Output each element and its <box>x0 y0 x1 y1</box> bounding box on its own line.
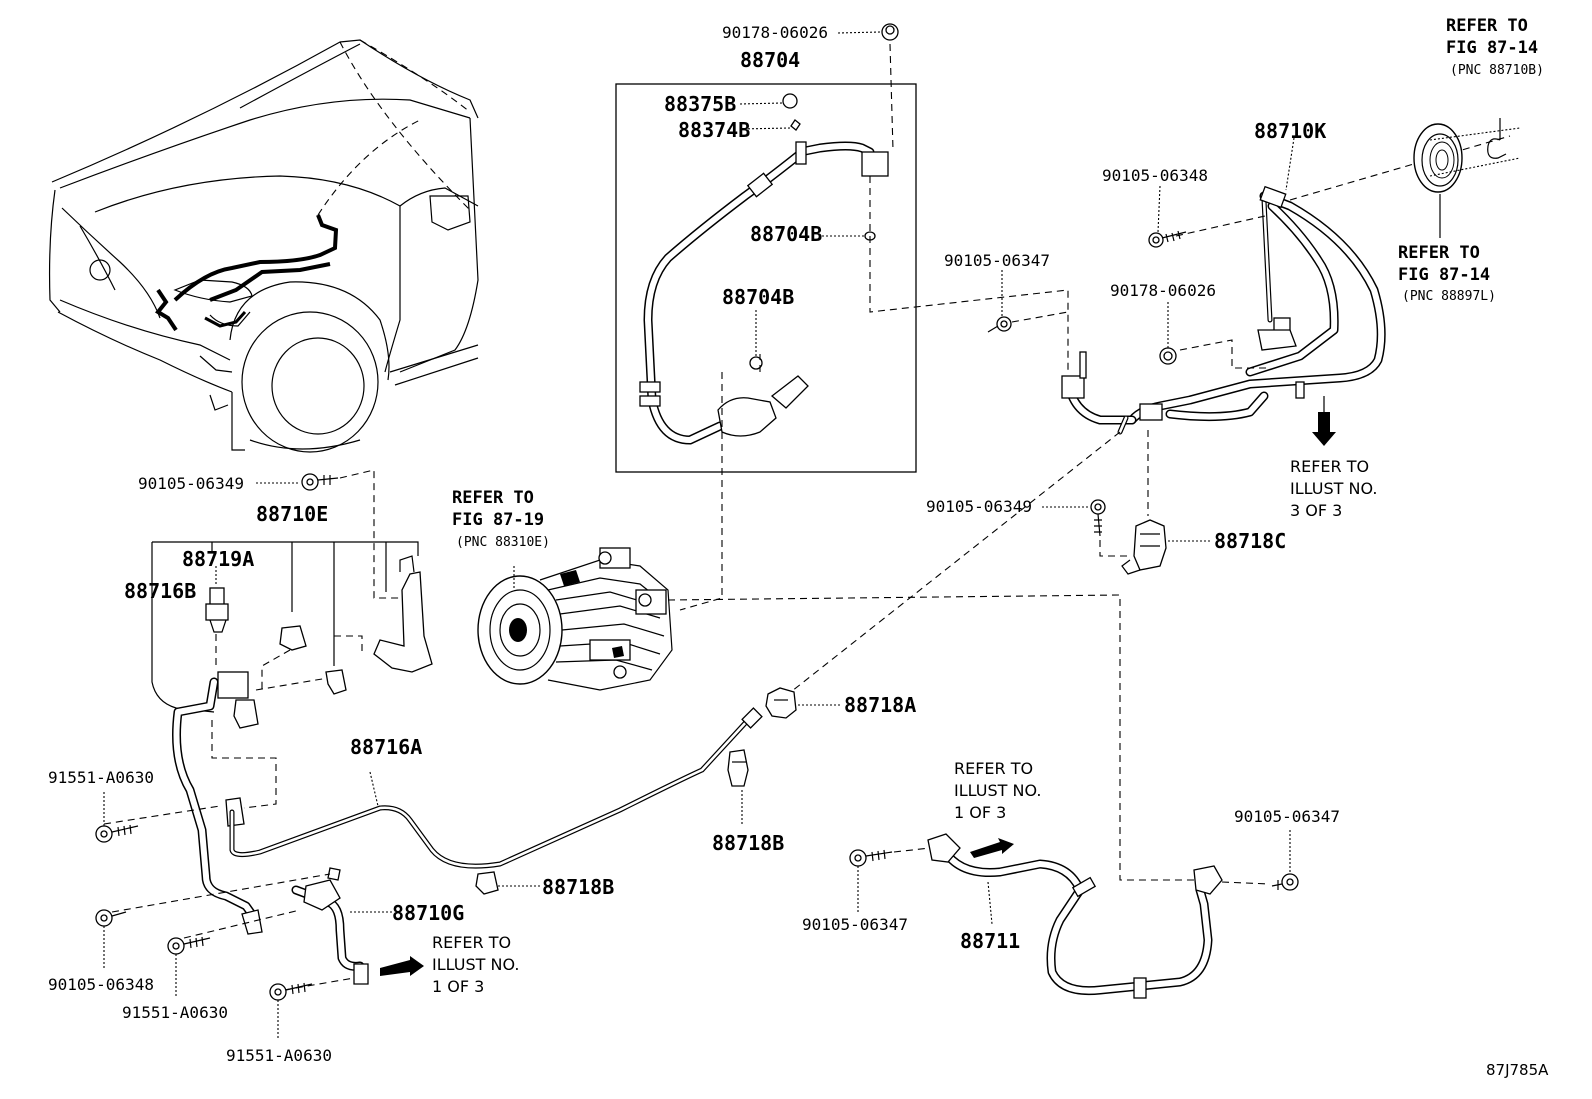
svg-text:REFER TO: REFER TO <box>1398 243 1480 263</box>
clip-small-88710E <box>279 625 307 651</box>
pipe-88716B <box>172 671 263 935</box>
ref-fig-87-19: REFER TO FIG 87-19 (PNC 88310E) <box>452 488 550 550</box>
label-88718B-lower: 88718B <box>542 875 614 899</box>
svg-text:REFER TO: REFER TO <box>954 759 1033 778</box>
svg-text:REFER TO: REFER TO <box>1290 457 1369 476</box>
label-90105-06347-b2: 90105-06347 <box>1234 807 1340 826</box>
clamp-88718B-upper <box>727 749 749 787</box>
arrow-illust-3 <box>1312 412 1336 446</box>
label-90105-06347-mid: 90105-06347 <box>944 251 1050 270</box>
bracket-88710E <box>373 555 433 673</box>
svg-text:FIG 87-14: FIG 87-14 <box>1446 38 1538 58</box>
svg-text:FIG 87-14: FIG 87-14 <box>1398 265 1490 285</box>
label-88718B-upper: 88718B <box>712 831 784 855</box>
bolt-90105-06348-bottom <box>95 909 127 927</box>
label-88704B-upper: 88704B <box>750 222 822 246</box>
label-88710E: 88710E <box>256 502 328 526</box>
label-90105-06349-right: 90105-06349 <box>926 497 1032 516</box>
bolt-91551-A0630-b <box>167 936 211 955</box>
label-91551-A0630-a: 91551-A0630 <box>48 768 154 787</box>
compressor-illustration <box>477 547 673 691</box>
arrow-illust-1-left <box>380 956 424 976</box>
pipe-88716A <box>229 707 763 869</box>
ref-fig-87-14-mid: REFER TO FIG 87-14 (PNC 88897L) <box>1398 243 1496 304</box>
nut-90178-06026-top <box>881 23 899 41</box>
label-88704B-lower: 88704B <box>722 285 794 309</box>
svg-text:ILLUST NO.: ILLUST NO. <box>432 955 519 974</box>
assembly-box-88704 <box>615 83 917 473</box>
bolt-90105-06348-top <box>1148 230 1187 248</box>
label-90105-06347-b1: 90105-06347 <box>802 915 908 934</box>
bolt-91551-A0630-a <box>95 824 139 843</box>
clip-88710B <box>1487 138 1507 159</box>
o-ring-88704B-lower <box>749 356 763 370</box>
label-90105-06348-bottom: 90105-06348 <box>48 975 154 994</box>
svg-text:ILLUST NO.: ILLUST NO. <box>954 781 1041 800</box>
svg-text:1 OF 3: 1 OF 3 <box>432 977 484 996</box>
flange-seal-88897L <box>1413 123 1463 193</box>
bolt-90105-06347-mid <box>987 316 1012 333</box>
svg-text:1 OF 3: 1 OF 3 <box>954 803 1006 822</box>
svg-text:(PNC 88897L): (PNC 88897L) <box>1402 289 1496 304</box>
label-88374B: 88374B <box>678 118 750 142</box>
label-88716B: 88716B <box>124 579 196 603</box>
pipe-88710G <box>291 867 369 985</box>
ref-fig-87-14-top: REFER TO FIG 87-14 (PNC 88710B) <box>1446 16 1544 78</box>
hose-88711 <box>927 833 1223 999</box>
cap-88375B <box>782 93 798 109</box>
bolt-90105-06347-b2 <box>1271 873 1299 891</box>
label-90105-06349-left: 90105-06349 <box>138 474 244 493</box>
nut-90178-06026-right <box>1159 347 1177 365</box>
clamp-88718B-lower <box>475 871 499 895</box>
label-88718C: 88718C <box>1214 529 1286 553</box>
label-88718A: 88718A <box>844 693 916 717</box>
label-88710G: 88710G <box>392 901 464 925</box>
ref-illust-3-of-3: REFER TO ILLUST NO. 3 OF 3 <box>1290 457 1377 520</box>
hose-88704 <box>639 141 889 445</box>
svg-text:3 OF 3: 3 OF 3 <box>1290 501 1342 520</box>
bolt-90105-06347-b1 <box>849 849 893 867</box>
label-88704: 88704 <box>740 48 800 72</box>
label-91551-A0630-b: 91551-A0630 <box>122 1003 228 1022</box>
clamp-88718A <box>765 687 797 719</box>
clamp-88718C <box>1121 519 1167 575</box>
vehicle-illustration <box>48 39 479 453</box>
svg-text:(PNC 88710B): (PNC 88710B) <box>1450 63 1544 78</box>
arrow-illust-1-right <box>970 838 1014 858</box>
sensor-88719A <box>205 587 229 633</box>
ref-illust-1-of-3-right: REFER TO ILLUST NO. 1 OF 3 <box>954 759 1041 822</box>
svg-text:ILLUST NO.: ILLUST NO. <box>1290 479 1377 498</box>
hose-88710K <box>1061 185 1386 435</box>
bolt-91551-A0630-c <box>269 982 313 1001</box>
bolt-90105-06349-right <box>1090 499 1106 537</box>
svg-text:REFER TO: REFER TO <box>452 488 534 508</box>
ref-illust-1-of-3-left: REFER TO ILLUST NO. 1 OF 3 <box>432 933 519 996</box>
svg-text:(PNC 88310E): (PNC 88310E) <box>456 535 550 550</box>
bolt-90105-06349-left <box>301 473 339 491</box>
label-88711: 88711 <box>960 929 1020 953</box>
svg-text:FIG 87-19: FIG 87-19 <box>452 510 544 530</box>
svg-text:REFER TO: REFER TO <box>432 933 511 952</box>
svg-text:REFER TO: REFER TO <box>1446 16 1528 36</box>
label-88719A: 88719A <box>182 547 254 571</box>
label-90178-06026-right: 90178-06026 <box>1110 281 1216 300</box>
valve-core-88374B <box>790 119 801 131</box>
label-90178-06026-top: 90178-06026 <box>722 23 828 42</box>
label-88375B: 88375B <box>664 92 736 116</box>
label-88710K: 88710K <box>1254 119 1326 143</box>
label-88716A: 88716A <box>350 735 422 759</box>
label-90105-06348-top: 90105-06348 <box>1102 166 1208 185</box>
diagram-code: 87J785A <box>1486 1061 1549 1079</box>
label-91551-A0630-c: 91551-A0630 <box>226 1046 332 1065</box>
